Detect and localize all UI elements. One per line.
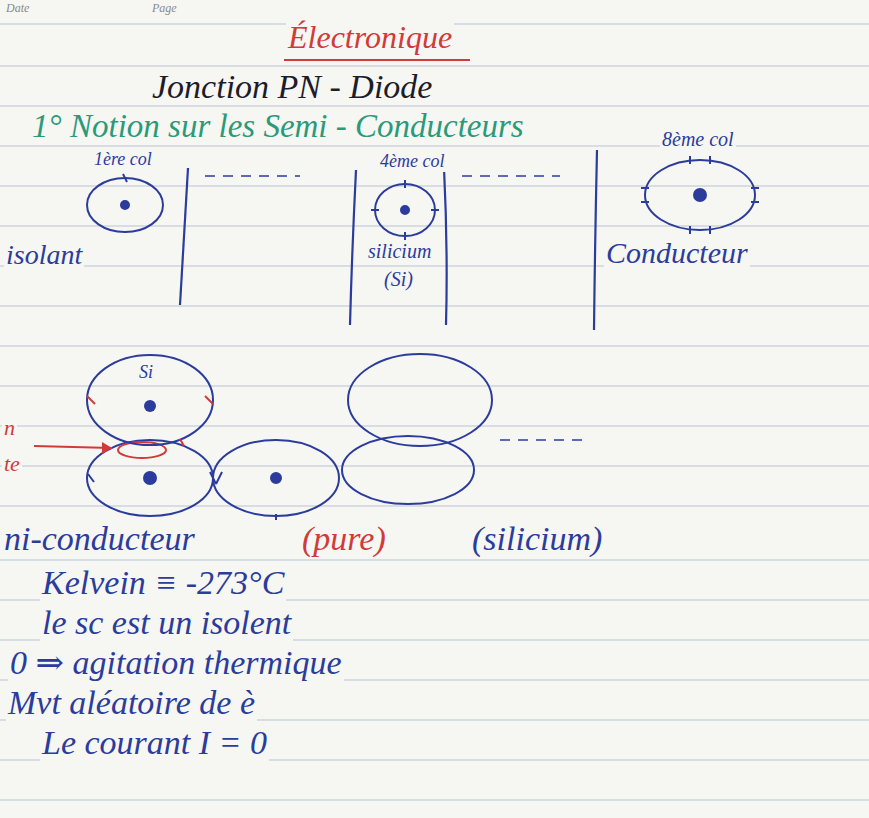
bond-label: te (2, 452, 22, 476)
subsection-title: 1° Notion sur les Semi - Conducteurs (30, 108, 526, 144)
atom-figure (87, 174, 163, 232)
page-header: Date (4, 2, 31, 15)
dash-line (205, 176, 585, 440)
atom-figure (641, 156, 759, 234)
atom-symbol: Si (139, 363, 153, 383)
section-title: Jonction PN - Diode (150, 68, 434, 105)
title-underline (284, 59, 470, 61)
atom-label: (Si) (382, 268, 415, 290)
atom-circle: Si (85, 353, 215, 447)
lattice-circle (87, 354, 492, 520)
note-line: Mvt aléatoire de è (6, 684, 257, 721)
column-separator (180, 150, 597, 330)
atom-label: Conducteur (604, 236, 750, 269)
note-line: le sc est un isolent (40, 604, 293, 641)
note-line: Kelvein ≡ -273°C (40, 564, 286, 601)
atom-label: silicium (366, 240, 433, 262)
column-label: 1ère col (92, 150, 154, 170)
page-title: Électronique (286, 20, 454, 55)
ruling (0, 24, 869, 800)
heading-text: (pure) (300, 520, 388, 557)
atom-label: isolant (4, 240, 84, 271)
atom-figure (371, 180, 439, 240)
page-header: Page (150, 2, 179, 15)
column-label: 8ème col (660, 128, 736, 150)
heading-text: (silicium) (470, 520, 604, 557)
note-line: Le courant I = 0 (40, 724, 269, 761)
note-line: 0 ⇒ agitation thermique (8, 644, 344, 681)
heading-text: ni-conducteur (2, 520, 197, 557)
column-label: 4ème col (378, 152, 446, 172)
bond-label: n (2, 416, 17, 440)
